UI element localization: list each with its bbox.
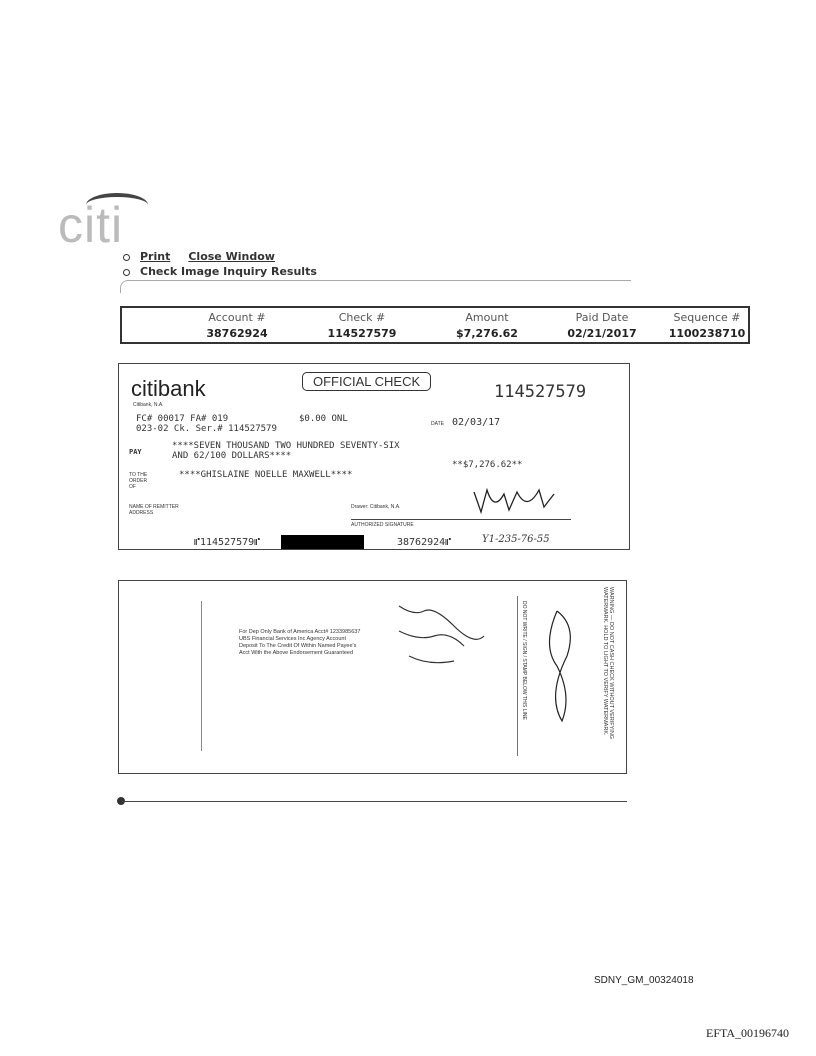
col-amount: Amount $7,276.62 (442, 311, 532, 340)
value: 114527579 (327, 327, 397, 340)
value: 1100238710 (668, 327, 746, 340)
serial-line: 023-02 Ck. Ser.# 114527579 (136, 424, 277, 434)
col-sequence: Sequence # 1100238710 (662, 311, 752, 340)
endorsement-loop-icon (548, 610, 571, 723)
divider (120, 280, 631, 293)
bank-logo: citibank (131, 376, 206, 401)
signature-line (351, 519, 571, 520)
header: Sequence # (673, 311, 741, 324)
check-front-image: citibank Citibank, N.A. OFFICIAL CHECK 1… (118, 363, 630, 550)
col-check: Check # 114527579 (312, 311, 412, 340)
logo-arc-icon (86, 193, 148, 217)
check-back-image: For Dep Only Bank of America Acct# 12339… (118, 580, 627, 774)
summary-table: Account # 38762924 Check # 114527579 Amoun… (120, 306, 750, 344)
value: $7,276.62 (456, 327, 518, 340)
drawer: Drawer: Citibank, N.A. (351, 504, 401, 510)
warning-text: WARNING — DO NOT CASH CHECK WITHOUT VERI… (602, 587, 614, 740)
signature-icon (473, 487, 555, 515)
endorsement-signature-icon (398, 605, 485, 664)
bates-number: SDNY_GM_00324018 (594, 975, 694, 986)
page-title-row: Check Image Inquiry Results (123, 265, 317, 278)
col-paid-date: Paid Date 02/21/2017 (552, 311, 652, 340)
micr-check-number: ⑈114527579⑈ (194, 537, 261, 548)
check-amount: **$7,276.62** (452, 460, 523, 470)
do-not-write-label: DO NOT WRITE / SIGN / STAMP BELOW THIS L… (521, 601, 527, 720)
check-number: 114527579 (494, 382, 587, 402)
divider (201, 601, 202, 751)
auth-signature-label: AUTHORIZED SIGNATURE (351, 522, 414, 528)
header: Paid Date (575, 311, 629, 324)
date-label: DATE (431, 421, 444, 427)
page-title: Check Image Inquiry Results (140, 265, 317, 278)
bullet-dot-icon (117, 797, 125, 805)
bank-sub: Citibank, N.A. (133, 402, 164, 408)
nav-links: Print Close Window (123, 250, 293, 263)
bullet-icon (123, 268, 130, 276)
efta-number: EFTA_00196740 (706, 1026, 790, 1040)
header: Check # (338, 311, 386, 324)
official-check-label: OFFICIAL CHECK (302, 372, 432, 391)
header: Account # (208, 311, 266, 324)
fc-amount: $0.00 ONL (299, 414, 348, 424)
bullet-icon (123, 253, 130, 261)
pay-label: PAY (129, 448, 142, 456)
value: 38762924 (206, 327, 268, 340)
close-window-link[interactable]: Close Window (188, 250, 275, 263)
value: 02/21/2017 (567, 327, 637, 340)
fc-line: FC# 00017 FA# 019 (136, 414, 229, 424)
endorsement-stamp: For Dep Only Bank of America Acct# 12339… (239, 629, 361, 656)
divider (517, 596, 518, 756)
redaction-box (281, 535, 364, 549)
micr-account: 38762924⑈ (397, 537, 452, 548)
amount-words: ****SEVEN THOUSAND TWO HUNDRED SEVENTY-S… (172, 441, 400, 461)
to-order-label: TO THE ORDER OF (129, 472, 148, 490)
col-account: Account # 38762924 (192, 311, 282, 340)
header: Amount (465, 311, 509, 324)
handwritten-note: Y1-235-76-55 (482, 534, 550, 545)
remitter-label: NAME OF REMITTER ADDRESS (129, 504, 179, 516)
bottom-divider (122, 801, 627, 802)
print-link[interactable]: Print (140, 250, 171, 263)
check-date: 02/03/17 (452, 417, 501, 428)
payee: ****GHISLAINE NOELLE MAXWELL**** (179, 470, 353, 480)
